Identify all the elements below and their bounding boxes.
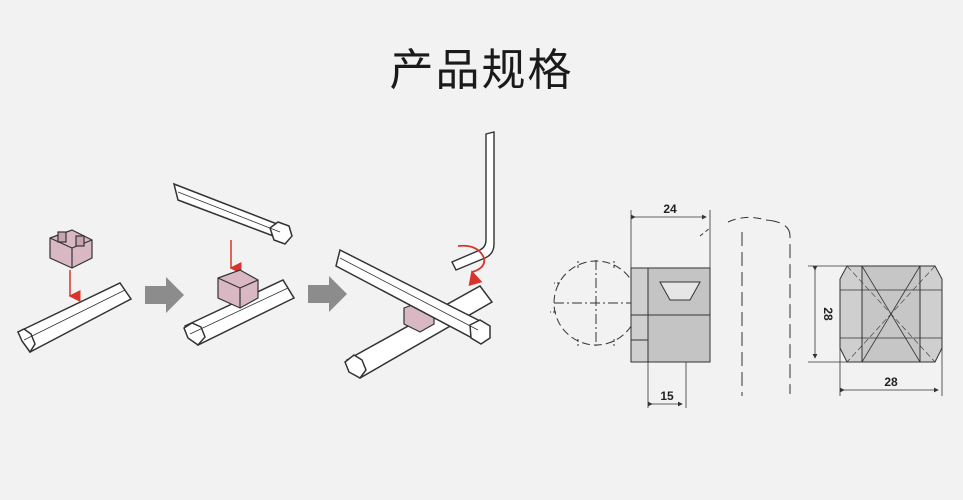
dimension-15: 15 [647, 362, 687, 408]
dimension-side-height: 28 [821, 307, 835, 321]
rotation-arrow-icon [457, 244, 486, 287]
dimension-bottom-width: 15 [660, 389, 674, 403]
lower-pipe-tube [183, 279, 296, 347]
dimension-side-width: 28 [884, 375, 898, 389]
upper-pipe-tube-3 [335, 248, 491, 345]
step-2-assembly [172, 182, 296, 347]
step-3-assembly [335, 131, 495, 379]
dimension-top-width: 24 [663, 202, 677, 216]
assembly-step-arrow-icon [145, 277, 184, 313]
dimension-24: 24 [630, 202, 711, 268]
dimension-28-horizontal: 28 [839, 348, 943, 396]
connector-block [49, 229, 93, 269]
dimension-28-vertical: 28 [808, 265, 847, 363]
step-1-assembly [16, 229, 133, 354]
front-view-drawing [550, 216, 791, 396]
side-view-drawing [839, 265, 943, 363]
pipe-tube [16, 282, 133, 354]
page-title: 产品规格 [389, 45, 574, 96]
hex-key-icon [451, 131, 495, 271]
connector-block-2 [217, 269, 259, 309]
upper-pipe-tube [172, 182, 293, 245]
assembly-step-arrow-icon-2 [308, 276, 347, 312]
